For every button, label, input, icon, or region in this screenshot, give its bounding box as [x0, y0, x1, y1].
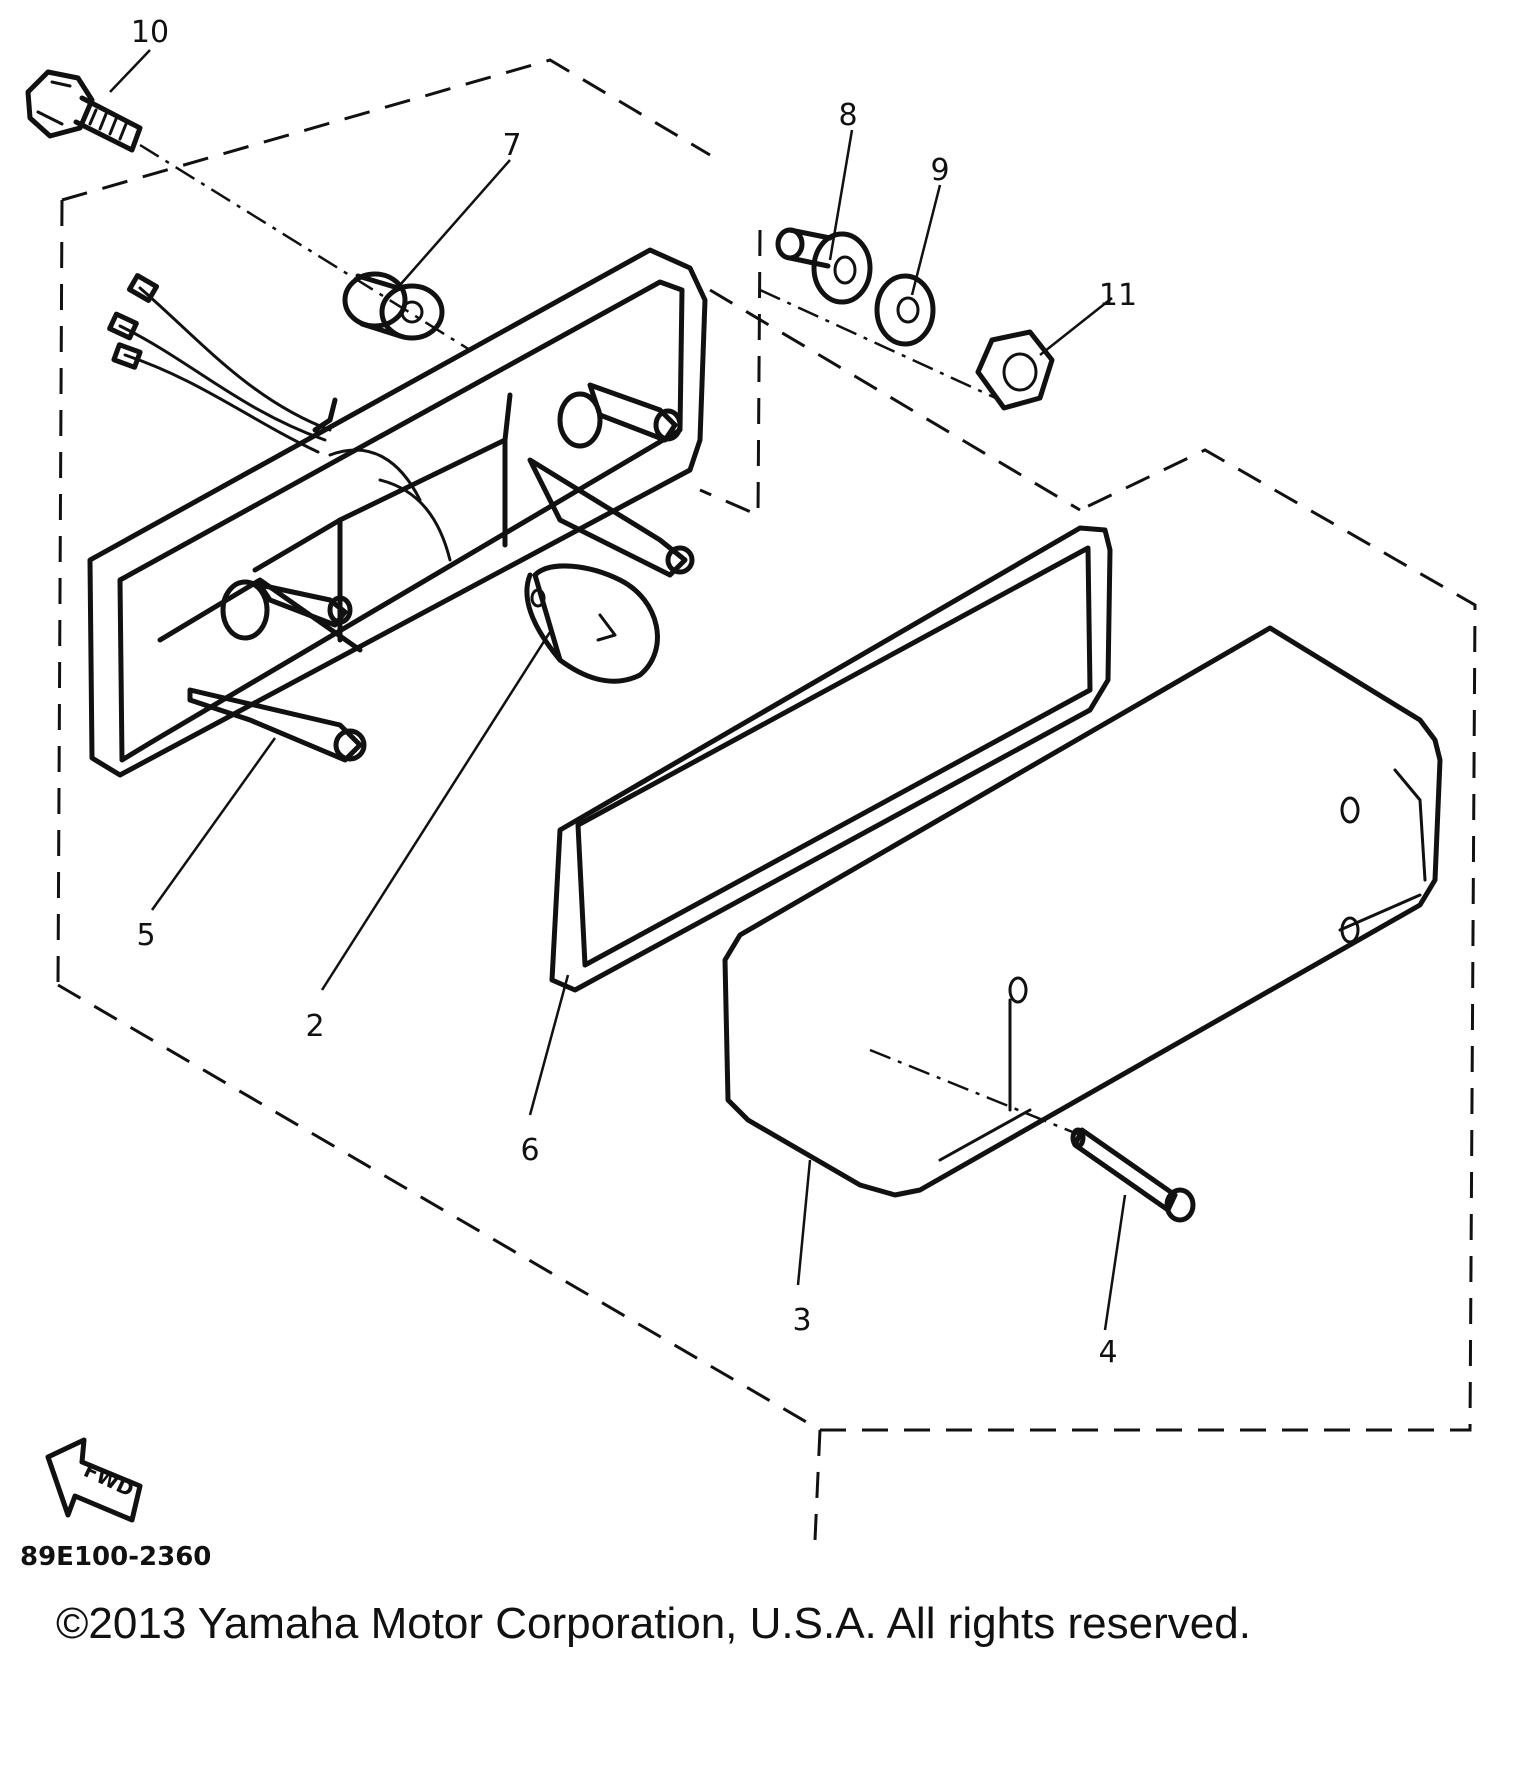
callout-labels: 10 7 8 9 11 5 2 6 3 4 [131, 15, 1137, 1370]
callout-8: 8 [838, 98, 857, 133]
collar-part-8 [775, 227, 873, 305]
callout-10: 10 [131, 15, 169, 50]
callout-11: 11 [1099, 278, 1137, 313]
wiring-harness [107, 273, 332, 454]
callout-3: 3 [792, 1303, 811, 1338]
forward-arrow-icon: FWD [45, 1437, 143, 1523]
fwd-label: FWD [80, 1458, 138, 1502]
assembly-boundary [56, 58, 1477, 1541]
callout-5: 5 [136, 918, 155, 953]
washer-part-9 [874, 273, 936, 347]
lens-part-3 [722, 625, 1443, 1198]
grommet-part-7 [342, 271, 445, 341]
bolt-part-10 [25, 69, 143, 153]
alignment-lines [139, 143, 1081, 1137]
callout-7: 7 [502, 128, 521, 163]
part-code: 89E100-2360 [20, 1542, 211, 1572]
leader-lines [109, 49, 1127, 1331]
tail-light-housing [87, 247, 708, 778]
callout-6: 6 [520, 1133, 539, 1168]
callout-4: 4 [1098, 1335, 1117, 1370]
bulb-part-2 [524, 563, 660, 684]
gasket-part-6 [549, 525, 1113, 993]
callout-9: 9 [930, 153, 949, 188]
callout-2: 2 [305, 1009, 324, 1044]
nut-part-11 [975, 329, 1055, 411]
copyright-notice: ©2013 Yamaha Motor Corporation, U.S.A. A… [56, 1599, 1251, 1648]
screw-part-4 [1070, 1127, 1196, 1223]
